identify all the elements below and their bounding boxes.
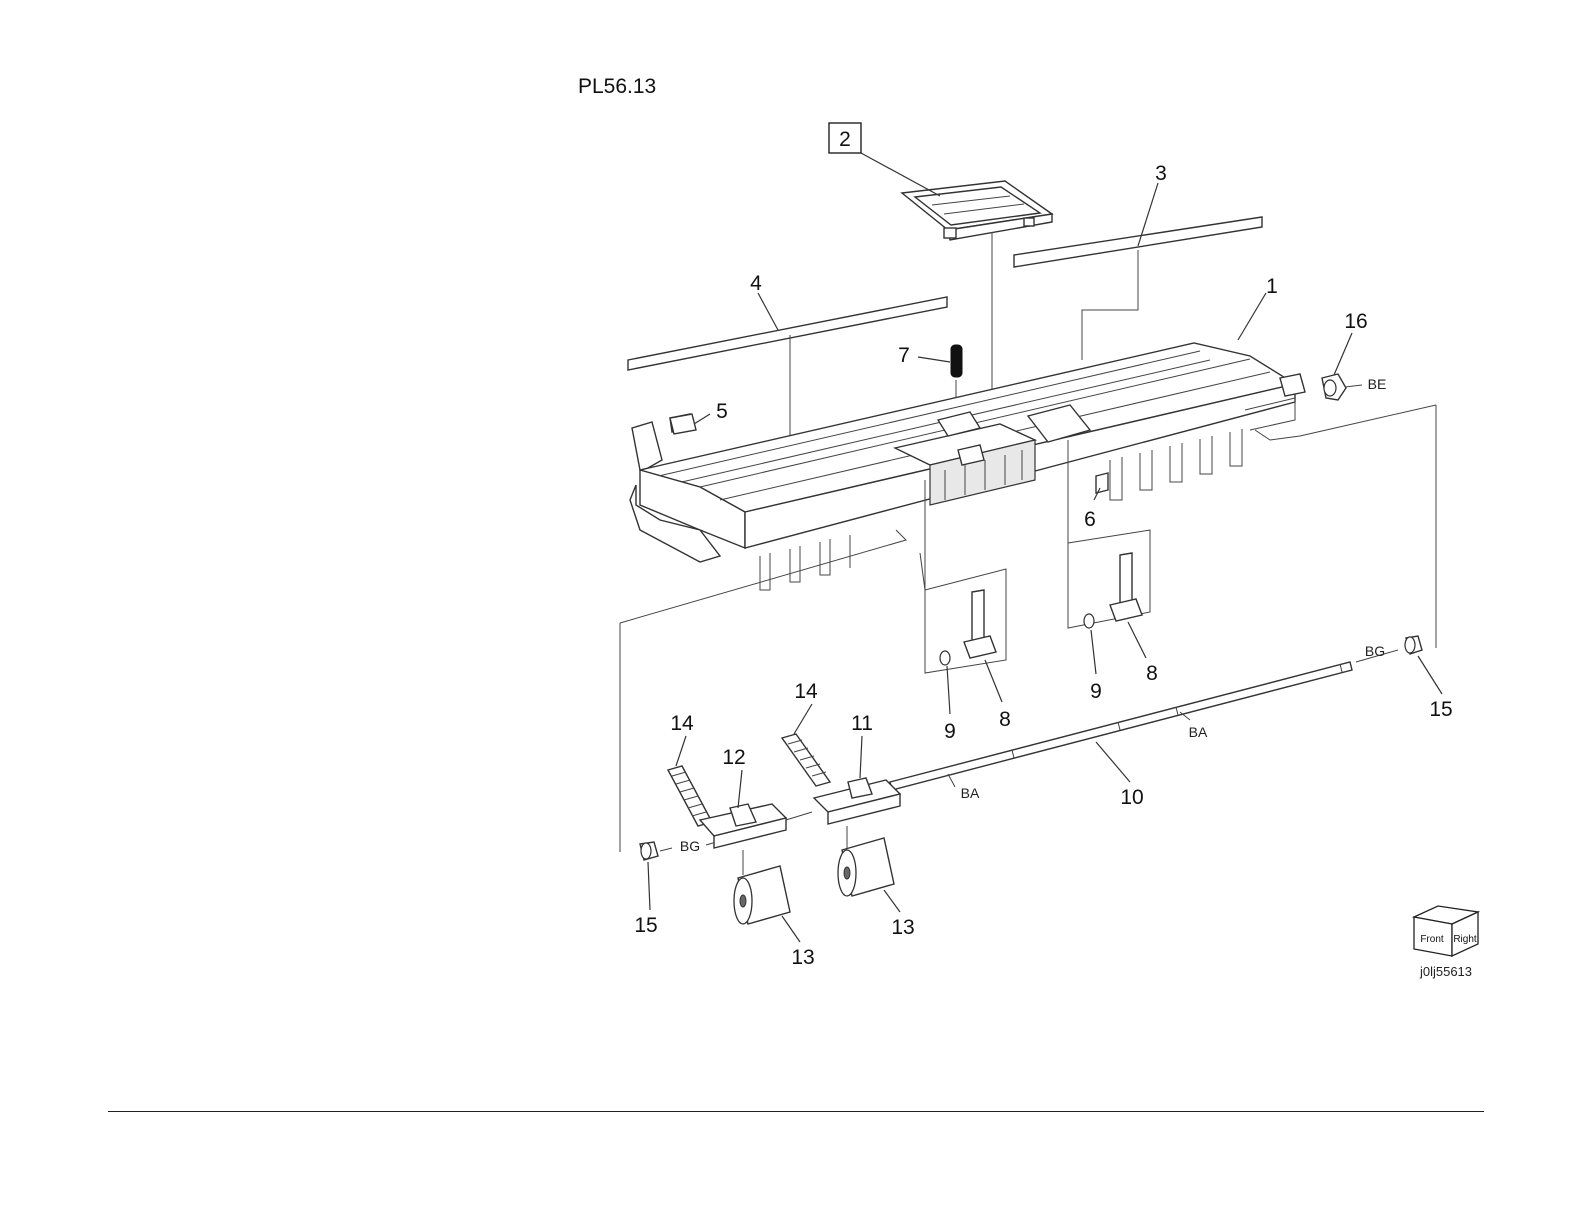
part-8-actuator-right bbox=[1110, 553, 1142, 621]
part-9-spring-left bbox=[940, 651, 950, 665]
callout-13-right: 13 bbox=[891, 916, 914, 939]
part-15-bushing-left bbox=[640, 842, 658, 860]
part-2-cover bbox=[902, 181, 1052, 240]
image-id: j0lj55613 bbox=[1419, 964, 1472, 979]
part-12-holder bbox=[700, 804, 786, 848]
callout-16: 16 bbox=[1344, 310, 1367, 333]
cube-right-label: Right bbox=[1453, 934, 1477, 945]
callout-6: 6 bbox=[1084, 508, 1096, 531]
cube-front-label: Front bbox=[1420, 934, 1444, 945]
callout-15-left: 15 bbox=[634, 914, 657, 937]
callout-15-right: 15 bbox=[1429, 698, 1452, 721]
part-9-spring-right bbox=[1084, 614, 1094, 628]
callout-14-left: 14 bbox=[670, 712, 694, 735]
callout-8-left: 8 bbox=[999, 708, 1011, 731]
part-13-roller-left bbox=[734, 866, 790, 924]
callout-13-left: 13 bbox=[791, 946, 814, 969]
callout-2: 2 bbox=[839, 128, 851, 151]
part-13-roller-right bbox=[838, 838, 894, 896]
code-bg-right: BG bbox=[1365, 643, 1385, 659]
callout-5: 5 bbox=[716, 400, 728, 423]
callout-14-right: 14 bbox=[794, 680, 818, 703]
part-16-bearing bbox=[1322, 374, 1346, 400]
callout-4: 4 bbox=[750, 272, 762, 295]
callout-1: 1 bbox=[1266, 275, 1278, 298]
part-14-spring-left bbox=[668, 766, 712, 826]
code-be: BE bbox=[1368, 376, 1387, 392]
code-ba-right: BA bbox=[1189, 724, 1208, 740]
code-ba-left: BA bbox=[961, 785, 980, 801]
callout-3: 3 bbox=[1155, 162, 1167, 185]
code-bg-left: BG bbox=[680, 838, 700, 854]
part-14-spring-right bbox=[782, 734, 830, 786]
part-5-clip bbox=[670, 414, 696, 434]
part-15-bushing-right bbox=[1405, 636, 1422, 654]
callout-8-right: 8 bbox=[1146, 662, 1158, 685]
part-8-actuator-left bbox=[964, 590, 996, 658]
orientation-cube-icon: Front Right bbox=[1414, 906, 1478, 956]
footer-divider bbox=[108, 1111, 1484, 1112]
callout-9-left: 9 bbox=[944, 720, 956, 743]
part-1-chute-frame bbox=[630, 343, 1305, 590]
callout-10: 10 bbox=[1120, 786, 1143, 809]
callout-9-right: 9 bbox=[1090, 680, 1102, 703]
part-6-tab bbox=[1096, 473, 1108, 493]
callout-12: 12 bbox=[722, 746, 745, 769]
callout-11: 11 bbox=[851, 712, 873, 735]
part-7-pin bbox=[951, 345, 962, 377]
callout-7: 7 bbox=[898, 344, 910, 367]
part-11-holder bbox=[814, 778, 900, 824]
